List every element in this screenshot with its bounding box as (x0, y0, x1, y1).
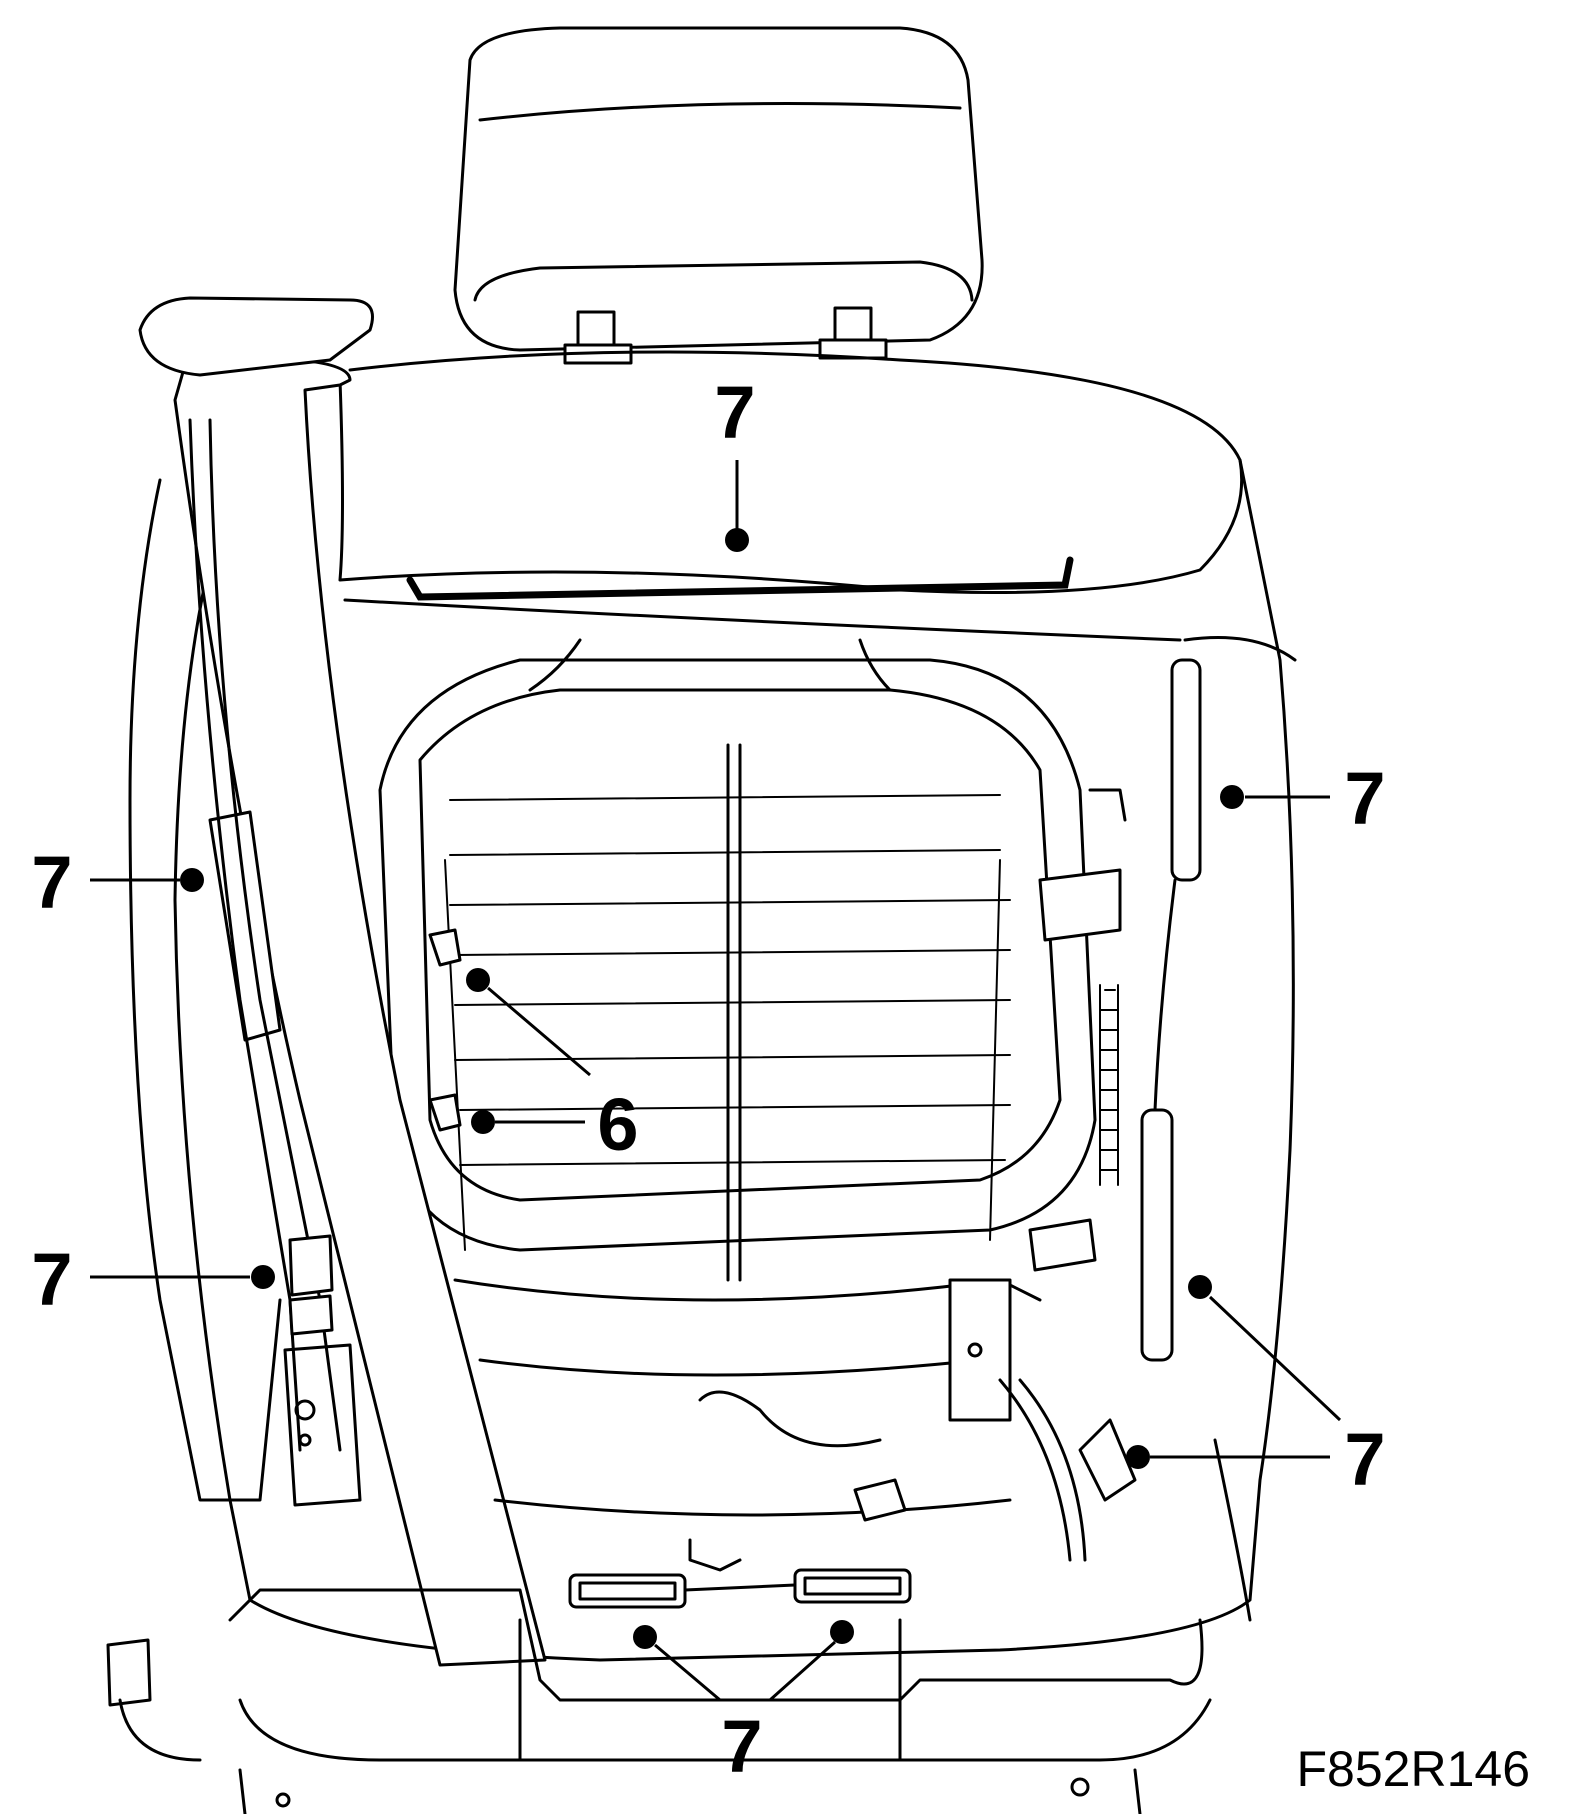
callout-top: 7 (714, 371, 756, 552)
callout-right-upper: 7 (1220, 757, 1386, 840)
tension-spring (1028, 788, 1127, 1272)
callout-left-lower-label: 7 (31, 1238, 72, 1321)
callout-bottom-label: 7 (721, 1705, 762, 1788)
callout-right-lower: 7 (1126, 1275, 1386, 1501)
callout-top-label: 7 (714, 371, 755, 454)
seat-back-shell (173, 350, 1297, 1662)
callout-left-upper-label: 7 (31, 841, 72, 924)
right-clip-strips (1078, 658, 1202, 1502)
headrest (453, 26, 984, 365)
inner-frame (378, 638, 1097, 1252)
seat-base (106, 1588, 1212, 1814)
upper-frame (338, 378, 1244, 642)
callout-bottom: 7 (633, 1620, 854, 1788)
callout-center-label: 6 (597, 1083, 638, 1166)
callout-right-lower-label: 7 (1344, 1418, 1385, 1501)
lower-frame (453, 1278, 1087, 1572)
bottom-clip-strips (568, 1568, 912, 1609)
callout-left-upper: 7 (31, 841, 204, 924)
callout-left-lower: 7 (31, 1238, 275, 1321)
callout-right-upper-label: 7 (1344, 757, 1385, 840)
left-outer-panel (128, 478, 362, 1507)
figure-reference: F852R146 (1297, 1741, 1531, 1797)
callout-center: 6 (466, 968, 639, 1166)
spring-mat (428, 743, 1011, 1282)
left-side-panel (138, 296, 547, 1667)
